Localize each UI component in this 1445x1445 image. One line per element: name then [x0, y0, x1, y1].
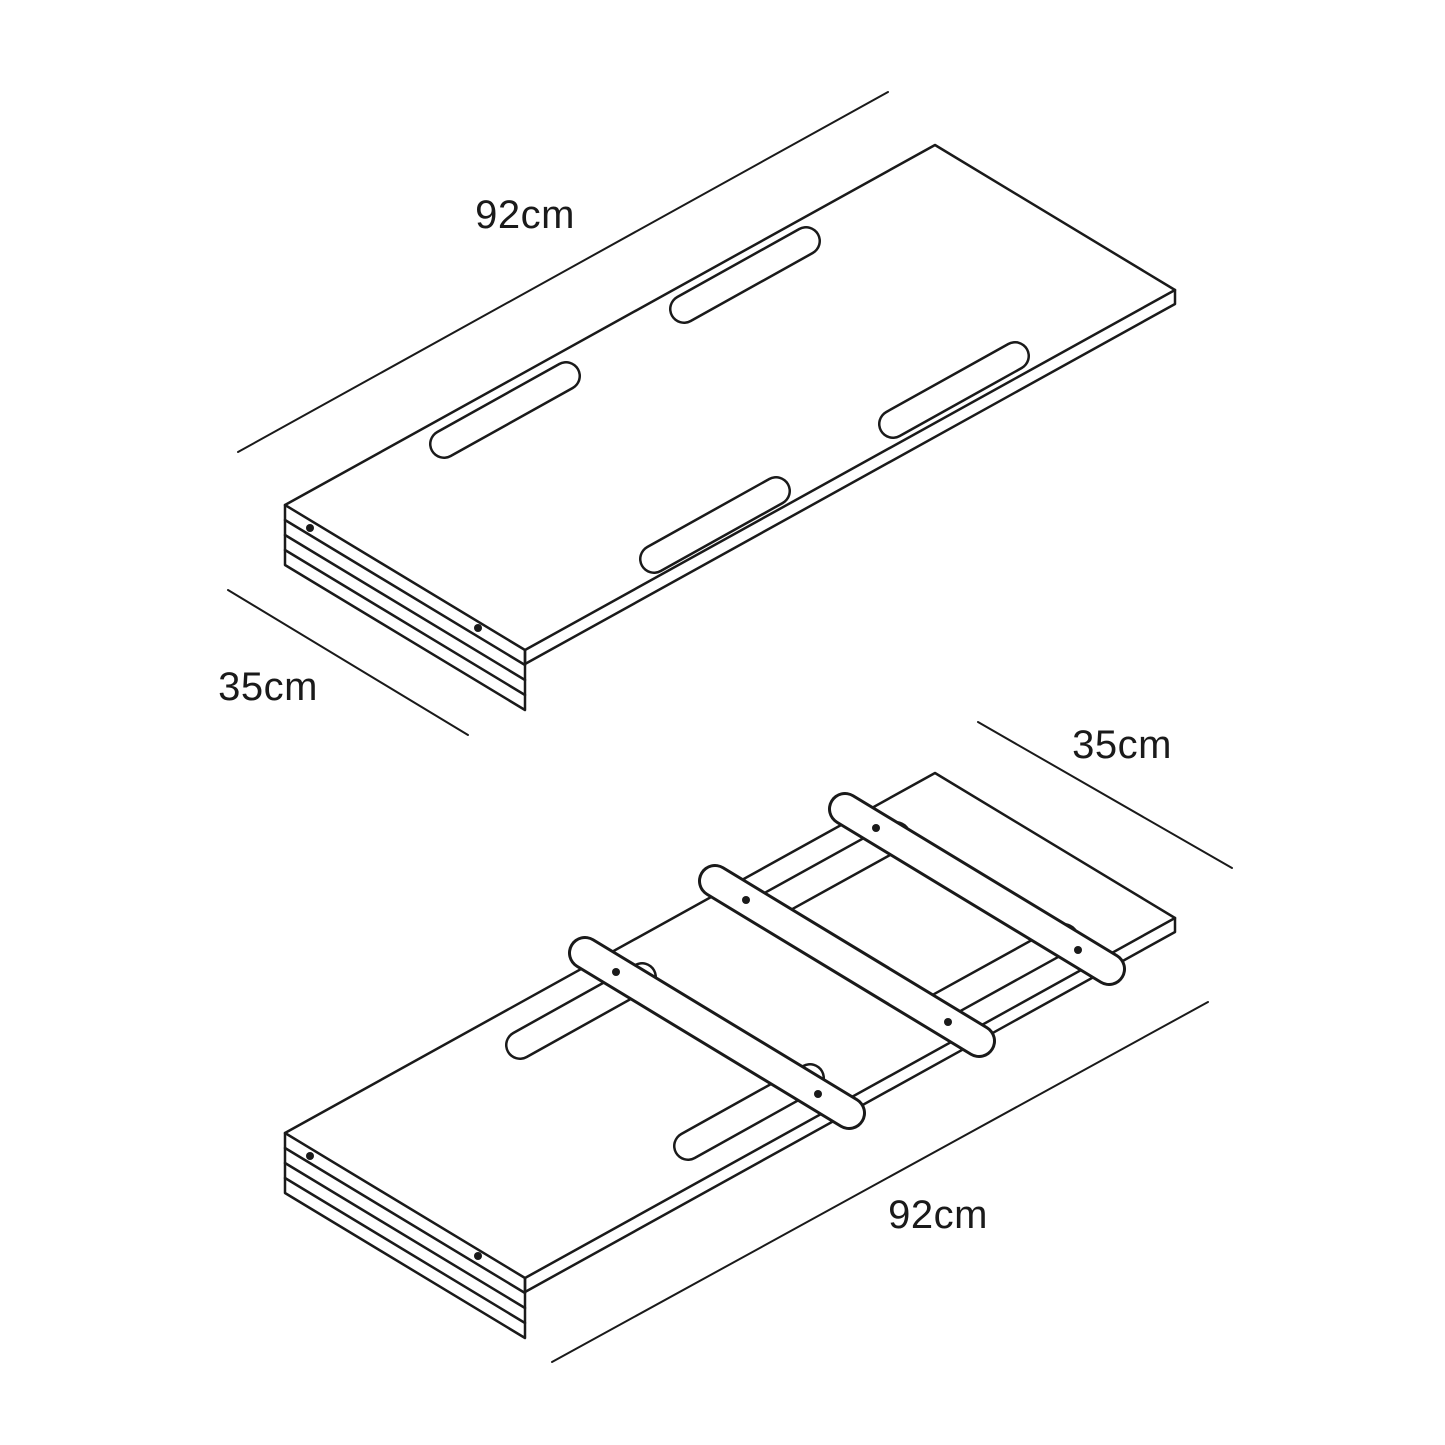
board-front-edge: [523, 288, 1177, 666]
board-top-view: 92cm 35cm: [218, 91, 1177, 736]
slot-cutout: [926, 923, 1079, 1021]
screw-dot: [1074, 946, 1082, 954]
board-top-face: [283, 143, 1177, 652]
screw-dot: [814, 1090, 822, 1098]
rung: [698, 864, 996, 1058]
dimension-line-length-top: [237, 91, 889, 453]
slot-cutout: [669, 226, 821, 324]
screw-dot: [742, 896, 750, 904]
dimension-label-width-bottom: 35cm: [1072, 723, 1172, 767]
dimension-line-length-bottom: [551, 1001, 1209, 1363]
screw-dot: [474, 624, 482, 632]
dimension-label-length-top: 92cm: [475, 193, 575, 237]
dimension-label-length-bottom: 92cm: [888, 1193, 988, 1237]
screw-dot: [872, 824, 880, 832]
dimension-line-width-top: [227, 589, 469, 736]
hinge-stack-layers: [283, 1146, 527, 1325]
screw-dot: [612, 968, 620, 976]
screw-dot: [474, 1252, 482, 1260]
dimension-line-width-bottom: [977, 721, 1233, 869]
dimension-label-width-top: 35cm: [218, 665, 318, 709]
hinge-stack-layers: [283, 518, 527, 697]
slot-cutout: [639, 476, 791, 574]
rung: [568, 936, 866, 1130]
screw-dot: [306, 1152, 314, 1160]
rung: [828, 792, 1126, 986]
screw-dot: [306, 524, 314, 532]
slot-cutout: [429, 361, 581, 459]
board-bottom-view: 35cm 92cm: [283, 721, 1233, 1363]
slot-cutout: [878, 341, 1030, 439]
screw-dot: [944, 1018, 952, 1026]
